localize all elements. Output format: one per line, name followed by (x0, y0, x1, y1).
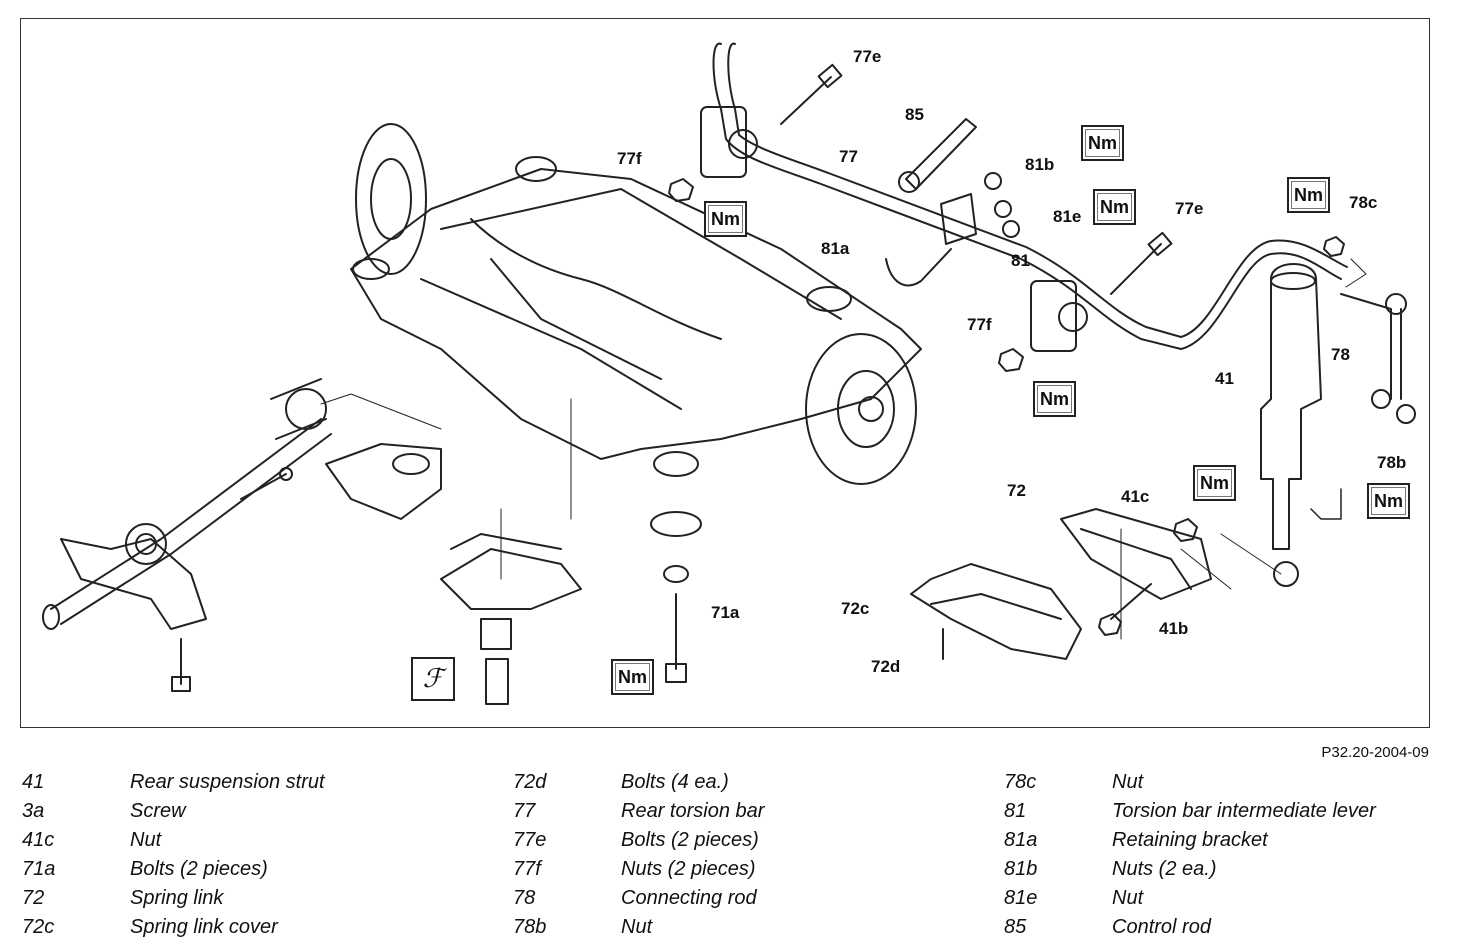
callout-81: 81 (1011, 251, 1030, 270)
legend-part-number: 77f (513, 858, 541, 880)
torsion-bar-bushing-bottom (1030, 280, 1077, 352)
legend-part-description: Bolts (2 pieces) (621, 829, 759, 851)
special-tool (440, 548, 582, 610)
torque-spec-badge: Nm (1193, 465, 1237, 501)
callout-72c: 72c (841, 599, 870, 618)
torque-spec-badge: Nm (1081, 125, 1125, 161)
rear-axle-subframe (350, 168, 922, 460)
legend-part-number: 81b (1004, 858, 1038, 880)
callout-81b: 81b (1025, 155, 1055, 174)
callout-77: 77 (839, 147, 858, 166)
rear-suspension-strut (1260, 263, 1322, 550)
legend-part-number: 71a (22, 858, 56, 880)
legend-part-number: 78 (513, 887, 536, 909)
legend-part-number: 77 (513, 800, 536, 822)
legend-part-number: 3a (22, 800, 45, 822)
legend-part-description: Nut (1112, 887, 1144, 909)
legend-part-description: Nuts (2 pieces) (621, 858, 756, 880)
callout-77f-top: 77f (617, 149, 642, 168)
legend-part-description: Connecting rod (621, 887, 757, 909)
legend-part-description: Bolts (2 pieces) (130, 858, 268, 880)
legend-part-description: Rear suspension strut (130, 771, 325, 793)
legend-part-description: Rear torsion bar (621, 800, 765, 822)
legend-part-number: 78b (513, 916, 547, 938)
legend-part-number: 72d (513, 771, 547, 793)
legend-part-description: Nut (621, 916, 653, 938)
legend-part-description: Spring link (130, 887, 224, 909)
callout-77e-right: 77e (1175, 199, 1204, 218)
callout-72d: 72d (871, 657, 901, 676)
callout-71a: 71a (711, 603, 740, 622)
legend-part-number: 72c (22, 916, 55, 938)
torque-spec-badge: Nm (1367, 483, 1411, 519)
center-bearing (60, 538, 207, 630)
rear-torsion-bar (712, 42, 1342, 350)
rear-axle-exploded-drawing (42, 42, 1416, 705)
callout-41c: 41c (1121, 487, 1150, 506)
callout-78b: 78b (1377, 453, 1407, 472)
left-wheel-hub (355, 123, 427, 275)
right-brake-disc (805, 333, 917, 485)
legend-part-description: Control rod (1112, 916, 1211, 938)
torque-spec-badge: Nm (611, 659, 655, 695)
legend-part-description: Bolts (4 ea.) (621, 771, 729, 793)
callout-41b: 41b (1159, 619, 1189, 638)
legend-part-description: Spring link cover (130, 916, 278, 938)
legend-part-number: 81e (1004, 887, 1038, 909)
legend-part-description: Retaining bracket (1112, 829, 1268, 851)
legend-part-number: 81a (1004, 829, 1038, 851)
callout-85: 85 (905, 105, 924, 124)
callout-81a: 81a (821, 239, 850, 258)
legend-part-description: Nut (130, 829, 162, 851)
torsion-bar-bushing-top (700, 106, 747, 178)
torque-spec-badge: Nm (1287, 177, 1331, 213)
legend-part-description: Torsion bar intermediate lever (1112, 800, 1376, 822)
legend-part-number: 85 (1004, 916, 1027, 938)
legend-part-number: 41c (22, 829, 55, 851)
drive-shaft (50, 418, 332, 625)
legend-part-number: 78c (1004, 771, 1037, 793)
callout-81e: 81e (1053, 207, 1082, 226)
control-rod (905, 118, 977, 190)
legend-part-description: Screw (130, 800, 186, 822)
callout-41: 41 (1215, 369, 1234, 388)
legend-part-number: 81 (1004, 800, 1027, 822)
spring-link (1060, 508, 1212, 600)
torque-spec-badge: Nm (704, 201, 748, 237)
legend-part-description: Nuts (2 ea.) (1112, 858, 1217, 880)
callout-72: 72 (1007, 481, 1026, 500)
legend-part-number: 72 (22, 887, 45, 909)
callout-78: 78 (1331, 345, 1350, 364)
callout-78c: 78c (1349, 193, 1378, 212)
legend-part-number: 41 (22, 771, 45, 793)
figure-reference: P32.20-2004-09 (1321, 744, 1429, 761)
special-tool-badge: ℱ (411, 657, 455, 701)
connecting-rod (1340, 293, 1402, 400)
diagram-frame: 77e 77 77f 85 81b 81e 81a 81 77e 78c 77f… (20, 18, 1430, 728)
torque-spec-badge: Nm (1093, 189, 1137, 225)
callout-77f-bottom: 77f (967, 315, 992, 334)
legend-part-description: Nut (1112, 771, 1144, 793)
spring-link-cover (910, 563, 1082, 660)
legend-part-number: 77e (513, 829, 547, 851)
callout-77e-top: 77e (853, 47, 882, 66)
torque-spec-badge: Nm (1033, 381, 1077, 417)
